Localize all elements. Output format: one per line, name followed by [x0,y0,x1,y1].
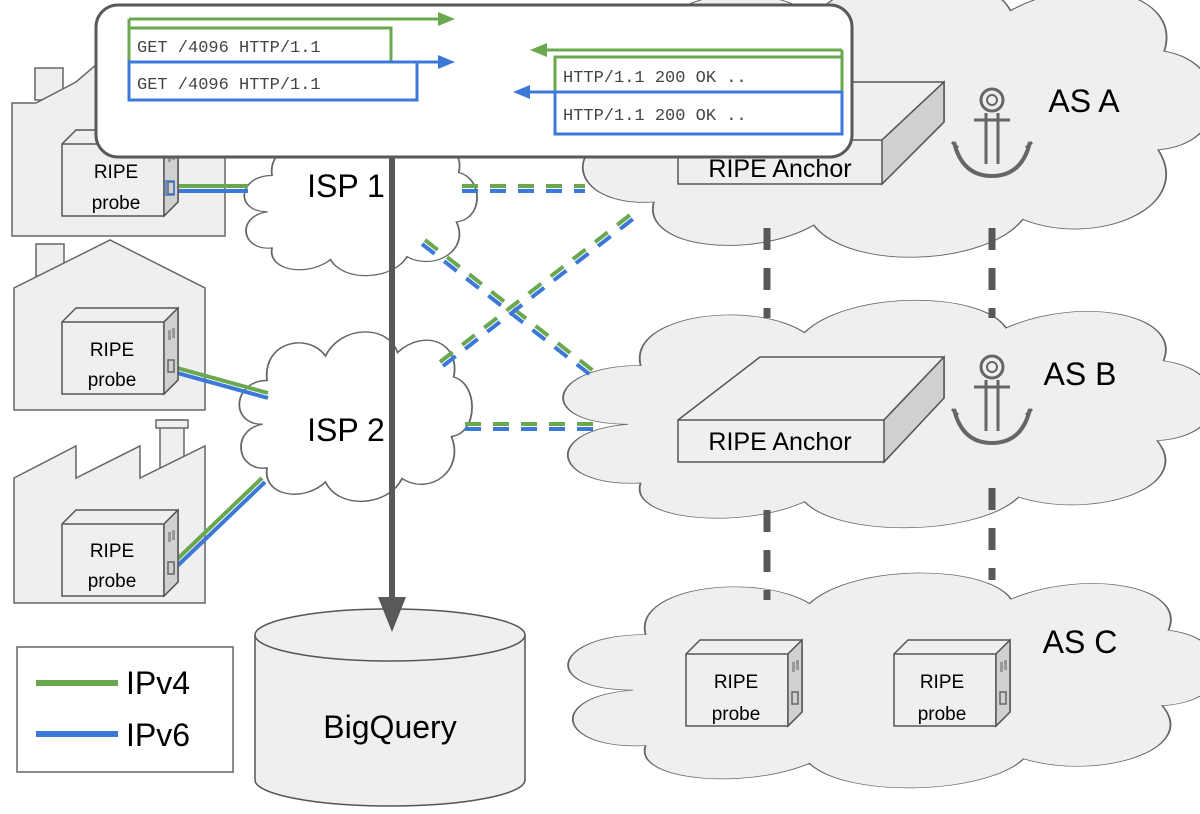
probe-house-1 [61,129,179,217]
bigquery-database [254,608,526,807]
cloud-as-c [568,573,1200,788]
ripe-anchor-device-b [677,355,945,464]
legend-ipv4-label: IPv4 [126,665,190,701]
probe-label-line2: probe [918,704,967,725]
probe-to-isp-links [166,184,269,574]
probe-label-line1: RIPE [90,340,134,361]
legend-ipv6-label: IPv6 [126,717,190,753]
probe-label-line1: RIPE [90,541,134,562]
isp-to-as-links [420,184,635,431]
upload-arrow [378,150,406,632]
legend: IPv4 IPv6 [16,646,234,773]
ipv6-response-text: HTTP/1.1 200 OK .. [563,107,747,126]
probe-label-line1: RIPE [94,162,138,183]
bigquery-label: BigQuery [323,709,456,745]
anchor-label-as-b: RIPE Anchor [708,428,851,456]
anchor-label-as-a: RIPE Anchor [708,155,851,183]
ipv6-response-box [553,90,844,136]
probe-label-line1: RIPE [714,672,758,693]
isp-2-label: ISP 2 [307,412,385,448]
probe-label-line2: probe [92,193,141,214]
as-peering-links [763,228,996,600]
ipv6-request-box [127,60,419,102]
as-c-label: AS C [1043,624,1118,660]
probe-label-line1: RIPE [920,672,964,693]
probe-label-line2: probe [712,704,761,725]
ipv4-response-text: HTTP/1.1 200 OK .. [563,69,747,88]
as-a-label: AS A [1048,83,1120,119]
probe-label-line2: probe [88,571,137,592]
ipv4-response-box [553,55,844,94]
probe-label-line2: probe [88,370,137,391]
http-callout: GET /4096 HTTP/1.1 GET /4096 HTTP/1.1 HT… [94,3,854,159]
ipv6-request-text: GET /4096 HTTP/1.1 [137,76,321,95]
as-b-label: AS B [1044,356,1117,392]
isp-1-label: ISP 1 [307,168,385,204]
ipv4-request-text: GET /4096 HTTP/1.1 [137,39,321,58]
